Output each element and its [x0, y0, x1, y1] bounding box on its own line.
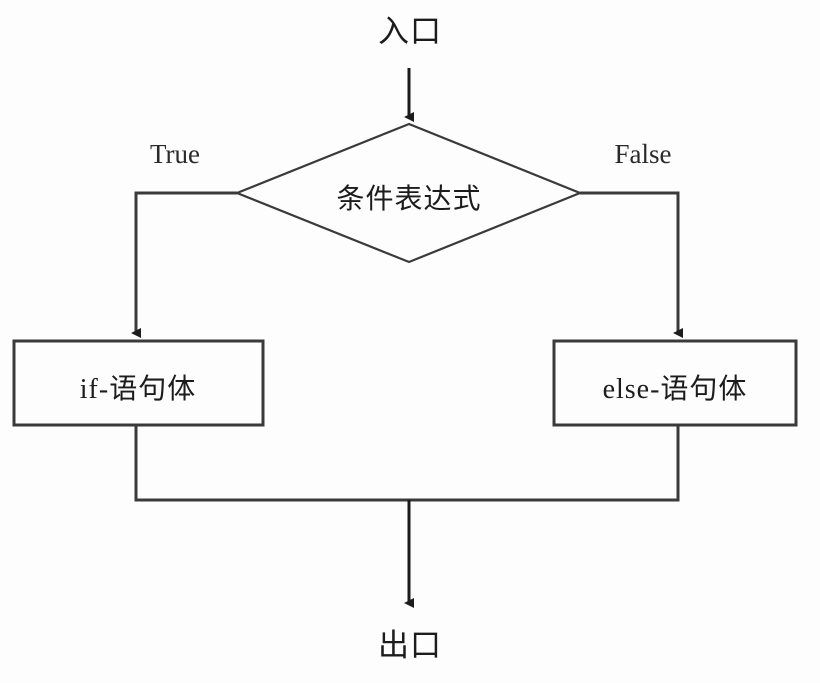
edge-else-to-merge [409, 425, 680, 502]
false-branch-label: False [614, 139, 672, 169]
edge-true-branch [131, 191, 237, 338]
edge-false-branch [580, 191, 683, 338]
true-branch-label: True [149, 139, 201, 169]
if-body-box [12, 339, 265, 427]
entry-terminal-label: 入口 [378, 14, 442, 49]
decision-label: 条件表达式 [336, 184, 482, 215]
else-body-box [552, 339, 798, 427]
else-body-label: else-语句体 [602, 374, 748, 405]
decision-diamond [234, 122, 583, 264]
edge-if-to-merge [134, 425, 409, 502]
if-body-label: if-语句体 [79, 374, 197, 405]
exit-terminal-label: 出口 [378, 628, 442, 663]
